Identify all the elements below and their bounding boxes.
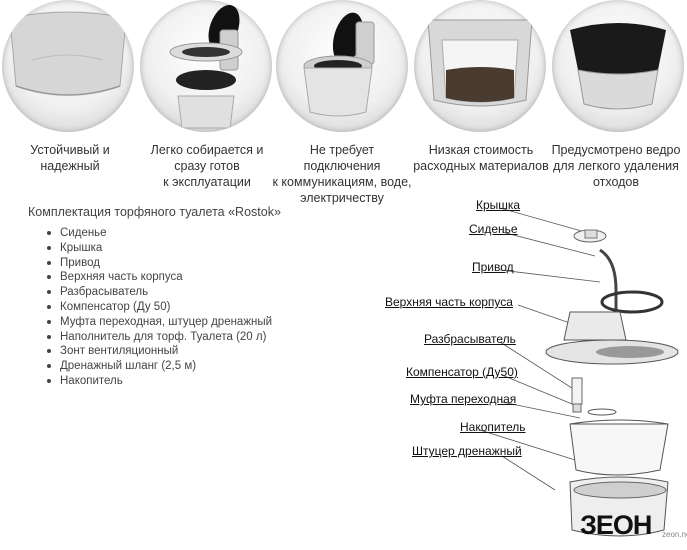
brand-domain: zeon.net (662, 530, 687, 539)
list-item: Муфта переходная, штуцер дренажный (44, 315, 272, 330)
toilet-base-icon (2, 0, 134, 132)
diagram-label: Накопитель (460, 420, 526, 434)
exploded-diagram: Крышка Сиденье Привод Верхняя часть корп… (380, 190, 687, 550)
list-item: Наполнитель для торф. Туалета (20 л) (44, 330, 272, 345)
peat-container-icon (414, 0, 546, 132)
diagram-label: Штуцер дренажный (412, 444, 522, 458)
exploded-toilet-drawing (479, 207, 679, 537)
brand-logo: ЗЕОН zeon.net (580, 510, 687, 541)
brand-name: ЗЕОН (580, 510, 652, 540)
feature-caption: Устойчивый и надежный (30, 143, 110, 173)
feature-caption: Не требует подключения к коммуникациям, … (272, 143, 412, 205)
list-item: Компенсатор (Ду 50) (44, 300, 272, 315)
waste-bucket-icon (552, 0, 684, 132)
list-item: Разбрасыватель (44, 285, 272, 300)
feature-caption: Легко собирается и сразу готов к эксплуа… (150, 143, 264, 189)
kit-title: Комплектация торфяного туалета «Rostok» (28, 205, 281, 219)
diagram-label: Муфта переходная (410, 392, 517, 406)
diagram-label: Сиденье (469, 222, 518, 236)
toilet-closed-icon (276, 0, 408, 132)
list-item: Сиденье (44, 226, 272, 241)
kit-list: Сиденье Крышка Привод Верхняя часть корп… (44, 226, 272, 389)
list-item: Привод (44, 256, 272, 271)
diagram-label: Крышка (476, 198, 521, 212)
feature-caption: Предусмотрено ведро для легкого удаления… (551, 143, 681, 189)
diagram-label: Компенсатор (Ду50) (406, 365, 518, 379)
feature-caption: Низкая стоимость расходных материалов (413, 143, 549, 173)
list-item: Дренажный шланг (2,5 м) (44, 359, 272, 374)
list-item: Накопитель (44, 374, 272, 389)
diagram-label: Привод (472, 260, 514, 274)
list-item: Зонт вентиляционный (44, 344, 272, 359)
list-item: Крышка (44, 241, 272, 256)
list-item: Верхняя часть корпуса (44, 270, 272, 285)
feature-row: Устойчивый и надежный Легко собирается и… (0, 0, 687, 205)
toilet-assembly-icon (140, 0, 272, 132)
diagram-label: Верхняя часть корпуса (385, 295, 513, 309)
diagram-label: Разбрасыватель (424, 332, 516, 346)
